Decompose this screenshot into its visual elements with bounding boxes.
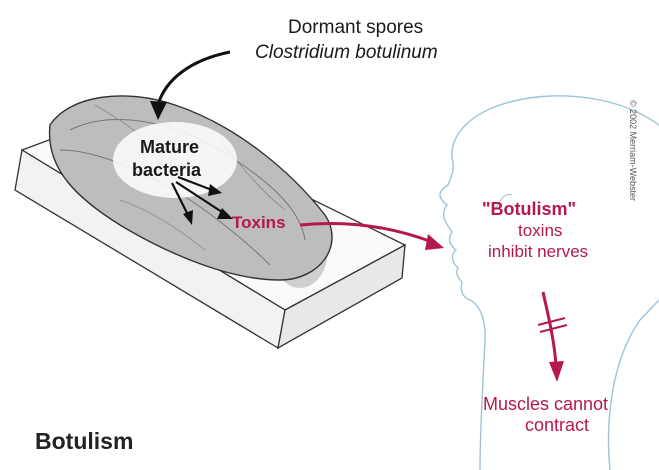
toxins-label: Toxins <box>232 213 286 233</box>
spores-label: Dormant spores <box>288 17 423 39</box>
bacteria-label-line2: bacteria <box>132 160 201 181</box>
outcome-line2: contract <box>525 415 589 436</box>
effect-title: "Botulism" <box>482 199 576 220</box>
spores-species-label: Clostridium botulinum <box>255 42 438 64</box>
figure-caption: Botulism <box>35 428 133 454</box>
copyright-credit: © 2002 Merriam-Webster <box>628 100 638 201</box>
nerve-arrow <box>538 292 567 382</box>
block-mark <box>538 318 565 325</box>
effect-line2: toxins <box>518 221 562 241</box>
meat-slab <box>50 96 333 280</box>
bacteria-label-line1: Mature <box>140 137 199 158</box>
outcome-line1: Muscles cannot <box>483 394 608 415</box>
effect-line3: inhibit nerves <box>488 242 588 262</box>
